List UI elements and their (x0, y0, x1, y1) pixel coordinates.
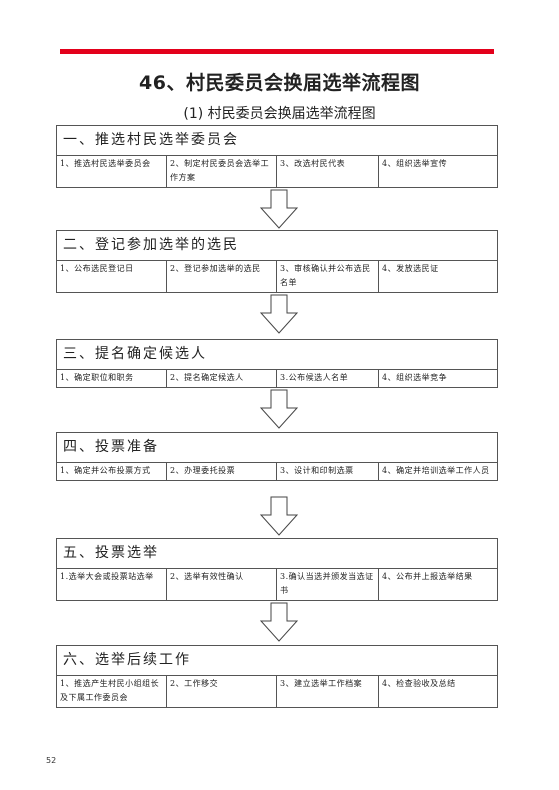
step-box: 4、公布并上报选举结果 (382, 572, 473, 581)
stage-4: 四、投票准备 1、确定并公布投票方式 2、办理委托投票 3、设计和印制选票 4、… (56, 432, 498, 481)
step-box: 3.确认当选并颁发当选证书 (277, 569, 379, 600)
stage-heading: 五、投票选举 (57, 539, 497, 569)
stage-heading: 三、提名确定候选人 (57, 340, 497, 370)
step-box: 4、组织选举竞争 (382, 373, 448, 382)
page-title: 46、村民委员会换届选举流程图 (139, 72, 420, 94)
stage-6: 六、选举后续工作 1、推选产生村民小组组长及下属工作委员会 2、工作移交 3、建… (56, 645, 498, 708)
step-box: 2、登记参加选举的选民 (167, 261, 277, 292)
step-box: 3.公布候选人名单 (277, 370, 379, 387)
stage-heading: 一、推选村民选举委员会 (57, 126, 497, 156)
page-subtitle: (1) 村民委员会换届选举流程图 (183, 106, 376, 122)
down-arrow-icon (259, 389, 299, 429)
step-box: 1、推选村民选举委员会 (57, 156, 167, 187)
stage-5: 五、投票选举 1.选举大会或投票站选举 2、选举有效性确认 3.确认当选并颁发当… (56, 538, 498, 601)
stage-heading: 六、选举后续工作 (57, 646, 497, 676)
stage-steps: 1、确定职位和职务 2、提名确定候选人 3.公布候选人名单 4、组织选举竞争 (57, 370, 497, 387)
step-box: 2、办理委托投票 (167, 463, 277, 480)
step-box: 3、审核确认并公布选民名单 (277, 261, 379, 292)
step-box: 4、组织选举宣传 (382, 159, 448, 168)
stage-1: 一、推选村民选举委员会 1、推选村民选举委员会 2、制定村民委员会选举工作方案 … (56, 125, 498, 188)
step-box: 1、确定职位和职务 (57, 370, 167, 387)
down-arrow-icon (259, 294, 299, 334)
step-box: 4、确定并培训选举工作人员 (382, 466, 490, 475)
step-box: 1、推选产生村民小组组长及下属工作委员会 (57, 676, 167, 707)
step-box: 2、选举有效性确认 (167, 569, 277, 600)
step-box: 2、制定村民委员会选举工作方案 (167, 156, 277, 187)
stage-heading: 二、登记参加选举的选民 (57, 231, 497, 261)
step-box: 3、改选村民代表 (277, 156, 379, 187)
step-box: 2、提名确定候选人 (167, 370, 277, 387)
stage-steps: 1、公布选民登记日 2、登记参加选举的选民 3、审核确认并公布选民名单 4、发放… (57, 261, 497, 292)
header-red-bar (60, 49, 494, 54)
step-box: 4、发放选民证 (382, 264, 439, 273)
step-box: 3、设计和印制选票 (277, 463, 379, 480)
page-number: 52 (46, 756, 57, 765)
down-arrow-icon (259, 496, 299, 536)
step-box: 4、检查验收及总结 (382, 679, 456, 688)
step-box: 1、公布选民登记日 (57, 261, 167, 292)
step-box: 1、确定并公布投票方式 (57, 463, 167, 480)
down-arrow-icon (259, 189, 299, 229)
stage-2: 二、登记参加选举的选民 1、公布选民登记日 2、登记参加选举的选民 3、审核确认… (56, 230, 498, 293)
stage-steps: 1、确定并公布投票方式 2、办理委托投票 3、设计和印制选票 4、确定并培训选举… (57, 463, 497, 480)
step-box: 1.选举大会或投票站选举 (57, 569, 167, 600)
stage-3: 三、提名确定候选人 1、确定职位和职务 2、提名确定候选人 3.公布候选人名单 … (56, 339, 498, 388)
stage-heading: 四、投票准备 (57, 433, 497, 463)
stage-steps: 1、推选村民选举委员会 2、制定村民委员会选举工作方案 3、改选村民代表 4、组… (57, 156, 497, 187)
stage-steps: 1、推选产生村民小组组长及下属工作委员会 2、工作移交 3、建立选举工作档案 4… (57, 676, 497, 707)
down-arrow-icon (259, 602, 299, 642)
stage-steps: 1.选举大会或投票站选举 2、选举有效性确认 3.确认当选并颁发当选证书 4、公… (57, 569, 497, 600)
step-box: 3、建立选举工作档案 (277, 676, 379, 707)
step-box: 2、工作移交 (167, 676, 277, 707)
